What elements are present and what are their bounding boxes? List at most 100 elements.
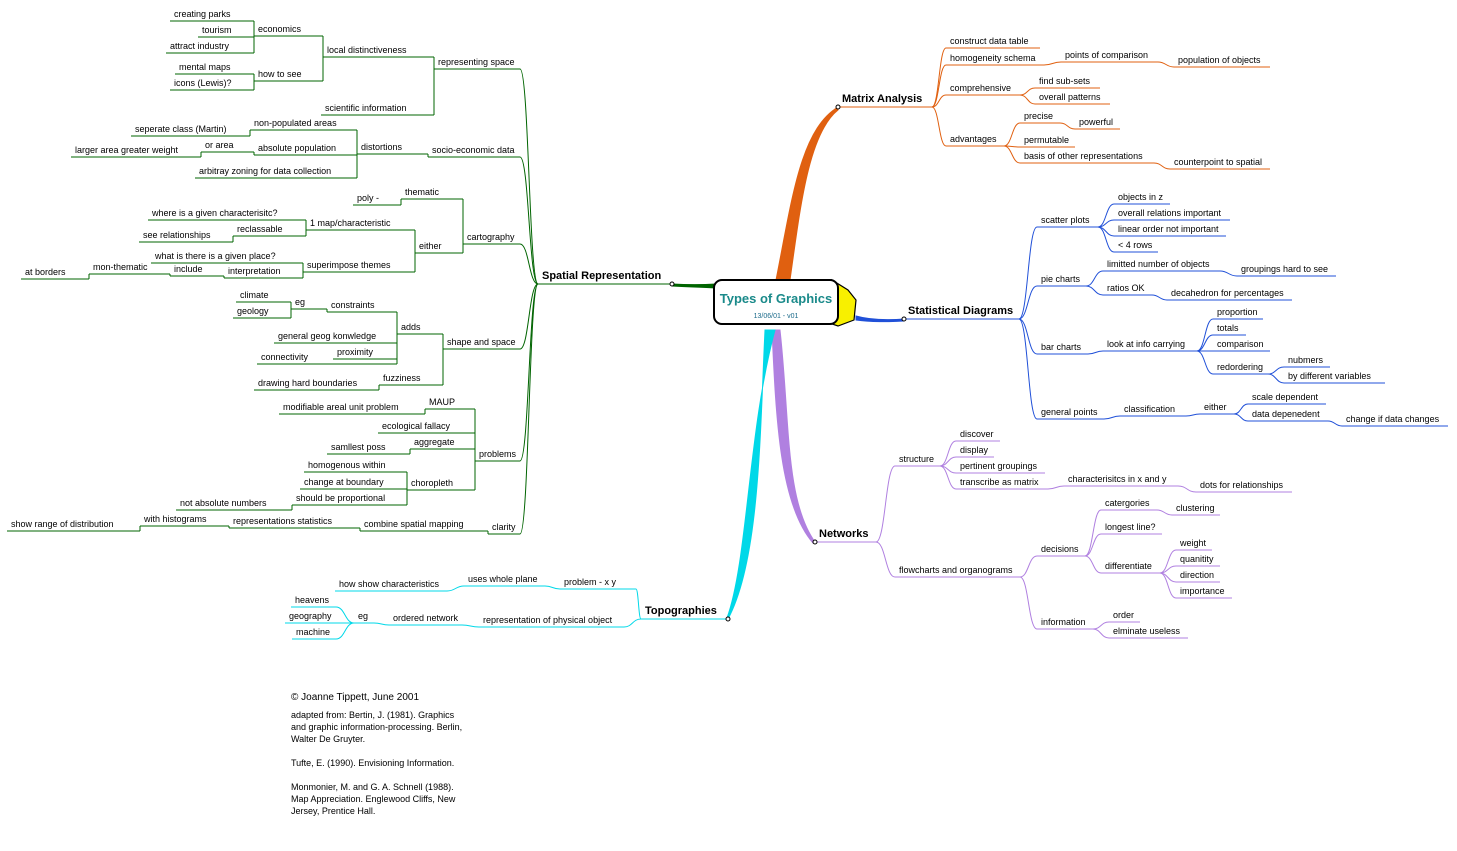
topic-sd_gp[interactable]: general points bbox=[1041, 407, 1098, 417]
topic-sd_rok[interactable]: ratios OK bbox=[1107, 283, 1145, 293]
topic-sr_rst[interactable]: representations statistics bbox=[233, 516, 333, 526]
topic-ma_cts[interactable]: counterpoint to spatial bbox=[1174, 157, 1263, 167]
topic-sr_scm[interactable]: seperate class (Martin) bbox=[135, 124, 227, 134]
main-branch-tp[interactable]: Topographies bbox=[645, 605, 717, 617]
topic-ma_pre[interactable]: precise bbox=[1024, 111, 1054, 121]
topic-sd_prp[interactable]: proportion bbox=[1217, 307, 1258, 317]
topic-sr_csm[interactable]: combine spatial mapping bbox=[364, 519, 464, 529]
topic-sr_cli[interactable]: climate bbox=[240, 290, 269, 300]
topic-sd_sp[interactable]: scatter plots bbox=[1041, 215, 1090, 225]
topic-sd_red[interactable]: redordering bbox=[1217, 362, 1264, 372]
topic-sr_sed[interactable]: socio-economic data bbox=[432, 145, 515, 155]
main-branch-sd[interactable]: Statistical Diagrams bbox=[908, 305, 1014, 317]
topic-sr_cny[interactable]: connectivity bbox=[261, 352, 309, 362]
topic-sr_cla[interactable]: clarity bbox=[492, 522, 516, 532]
topic-tp_on[interactable]: ordered network bbox=[393, 613, 459, 623]
topic-nw_dir[interactable]: direction bbox=[1180, 570, 1215, 580]
topic-sr_npa[interactable]: non-populated areas bbox=[254, 118, 337, 128]
topic-sd_lno[interactable]: limitted number of objects bbox=[1107, 259, 1210, 269]
topic-nw_dec[interactable]: decisions bbox=[1041, 544, 1079, 554]
topic-ma_per[interactable]: permutable bbox=[1024, 135, 1070, 145]
topic-sr_ggk[interactable]: general geog konwledge bbox=[278, 331, 377, 341]
topic-sr_dis[interactable]: distortions bbox=[361, 142, 403, 152]
topic-nw_ll[interactable]: longest line? bbox=[1105, 522, 1156, 532]
topic-sd_cdc[interactable]: change if data changes bbox=[1346, 414, 1440, 424]
topic-sr_ec[interactable]: economics bbox=[258, 24, 302, 34]
topic-ma_adv[interactable]: advantages bbox=[950, 134, 997, 144]
topic-nw_ord[interactable]: order bbox=[1113, 610, 1135, 620]
topic-sr_oa[interactable]: or area bbox=[205, 140, 234, 150]
topic-ma_pow[interactable]: powerful bbox=[1079, 117, 1114, 127]
topic-sr_wig[interactable]: where is a given characterisitc? bbox=[152, 208, 278, 218]
topic-nw_dsp[interactable]: display bbox=[960, 445, 989, 455]
topic-ma_boo[interactable]: basis of other representations bbox=[1024, 151, 1143, 161]
topic-sr_inc[interactable]: include bbox=[174, 264, 203, 274]
topic-sr_mau[interactable]: MAUP bbox=[429, 397, 456, 407]
topic-sr_cho[interactable]: choropleth bbox=[411, 478, 454, 488]
topic-sd_bc[interactable]: bar charts bbox=[1041, 342, 1082, 352]
topic-sr_si[interactable]: scientific information bbox=[325, 103, 407, 113]
topic-sr_mon[interactable]: mon-thematic bbox=[93, 262, 148, 272]
topic-sd_ght[interactable]: groupings hard to see bbox=[1241, 264, 1329, 274]
topic-sr_tou[interactable]: tourism bbox=[202, 25, 232, 35]
topic-nw_dsc[interactable]: discover bbox=[960, 429, 994, 439]
topic-sr_con[interactable]: constraints bbox=[331, 300, 375, 310]
topic-sr_add[interactable]: adds bbox=[401, 322, 421, 332]
topic-sr_icl[interactable]: icons (Lewis)? bbox=[174, 78, 232, 88]
topic-tp_hsc[interactable]: how show characteristics bbox=[339, 579, 440, 589]
topic-ma_com[interactable]: comprehensive bbox=[950, 83, 1012, 93]
topic-sd_ori[interactable]: overall relations important bbox=[1118, 208, 1222, 218]
main-branch-ma[interactable]: Matrix Analysis bbox=[842, 93, 923, 105]
topic-sr_sup[interactable]: superimpose themes bbox=[307, 260, 391, 270]
topic-sr_ld[interactable]: local distinctiveness bbox=[327, 45, 407, 55]
topic-sr_atb[interactable]: at borders bbox=[25, 267, 66, 277]
topic-nw_dfr[interactable]: dots for relationships bbox=[1200, 480, 1284, 490]
topic-sr_lag[interactable]: larger area greater weight bbox=[75, 145, 179, 155]
topic-ma_fss[interactable]: find sub-sets bbox=[1039, 76, 1091, 86]
topic-sr_fuz[interactable]: fuzziness bbox=[383, 373, 421, 383]
topic-sr_ap[interactable]: absolute population bbox=[258, 143, 337, 153]
topic-ma_hs[interactable]: homogeneity schema bbox=[950, 53, 1036, 63]
topic-sr_wit[interactable]: what is there is a given place? bbox=[155, 251, 276, 261]
topic-sd_scd[interactable]: scale dependent bbox=[1252, 392, 1319, 402]
main-branch-sr[interactable]: Spatial Representation bbox=[542, 270, 662, 282]
topic-sr_cp[interactable]: creating parks bbox=[174, 9, 231, 19]
topic-sd_lon[interactable]: linear order not important bbox=[1118, 224, 1219, 234]
topic-sr_agg[interactable]: aggregate bbox=[414, 437, 455, 447]
topic-sd_lic[interactable]: look at info carrying bbox=[1107, 339, 1186, 349]
topic-sd_eit[interactable]: either bbox=[1204, 402, 1227, 412]
topic-sd_num[interactable]: nubmers bbox=[1288, 355, 1324, 365]
topic-nw_qua[interactable]: quanitity bbox=[1180, 554, 1214, 564]
topic-nw_wei[interactable]: weight bbox=[1180, 538, 1207, 548]
topic-tp_hea[interactable]: heavens bbox=[295, 595, 330, 605]
topic-nw_str[interactable]: structure bbox=[899, 454, 935, 464]
topic-sd_tot[interactable]: totals bbox=[1217, 323, 1239, 333]
topic-sr_eit[interactable]: either bbox=[419, 241, 442, 251]
topic-sr_eg[interactable]: eg bbox=[295, 297, 306, 307]
topic-sr_dhb[interactable]: drawing hard boundaries bbox=[258, 378, 358, 388]
topic-sr_ser[interactable]: see relationships bbox=[143, 230, 211, 240]
topic-nw_elu[interactable]: elminate useless bbox=[1113, 626, 1181, 636]
topic-sr_1m[interactable]: 1 map/characteristic bbox=[310, 218, 391, 228]
main-branch-nw[interactable]: Networks bbox=[819, 528, 869, 540]
topic-sr_azd[interactable]: arbitray zoning for data collection bbox=[199, 166, 332, 176]
topic-sr_the[interactable]: thematic bbox=[405, 187, 440, 197]
topic-tp_rpo[interactable]: representation of physical object bbox=[483, 615, 613, 625]
topic-sr_sas[interactable]: shape and space bbox=[447, 337, 516, 347]
topic-nw_clu[interactable]: clustering bbox=[1176, 503, 1215, 513]
topic-sr_hts[interactable]: how to see bbox=[258, 69, 302, 79]
topic-sr_wh[interactable]: with histograms bbox=[144, 514, 207, 524]
topic-ma_poc[interactable]: points of comparison bbox=[1065, 50, 1149, 60]
topic-sr_pol[interactable]: poly - bbox=[357, 193, 380, 203]
topic-nw_fo[interactable]: flowcharts and organograms bbox=[899, 565, 1013, 575]
topic-sr_smp[interactable]: samllest poss bbox=[331, 442, 386, 452]
topic-sr_mod[interactable]: modifiable areal unit problem bbox=[283, 402, 399, 412]
topic-ma_poo[interactable]: population of objects bbox=[1178, 55, 1261, 65]
topic-ma_cdt[interactable]: construct data table bbox=[950, 36, 1029, 46]
topic-sr_ecf[interactable]: ecological fallacy bbox=[382, 421, 451, 431]
topic-sd_bdv[interactable]: by different variables bbox=[1288, 371, 1371, 381]
topic-sd_cls[interactable]: classification bbox=[1124, 404, 1176, 414]
topic-ma_op[interactable]: overall patterns bbox=[1039, 92, 1101, 102]
topic-tp_mac[interactable]: machine bbox=[296, 627, 331, 637]
topic-sd_dfp[interactable]: decahedron for percentages bbox=[1171, 288, 1284, 298]
